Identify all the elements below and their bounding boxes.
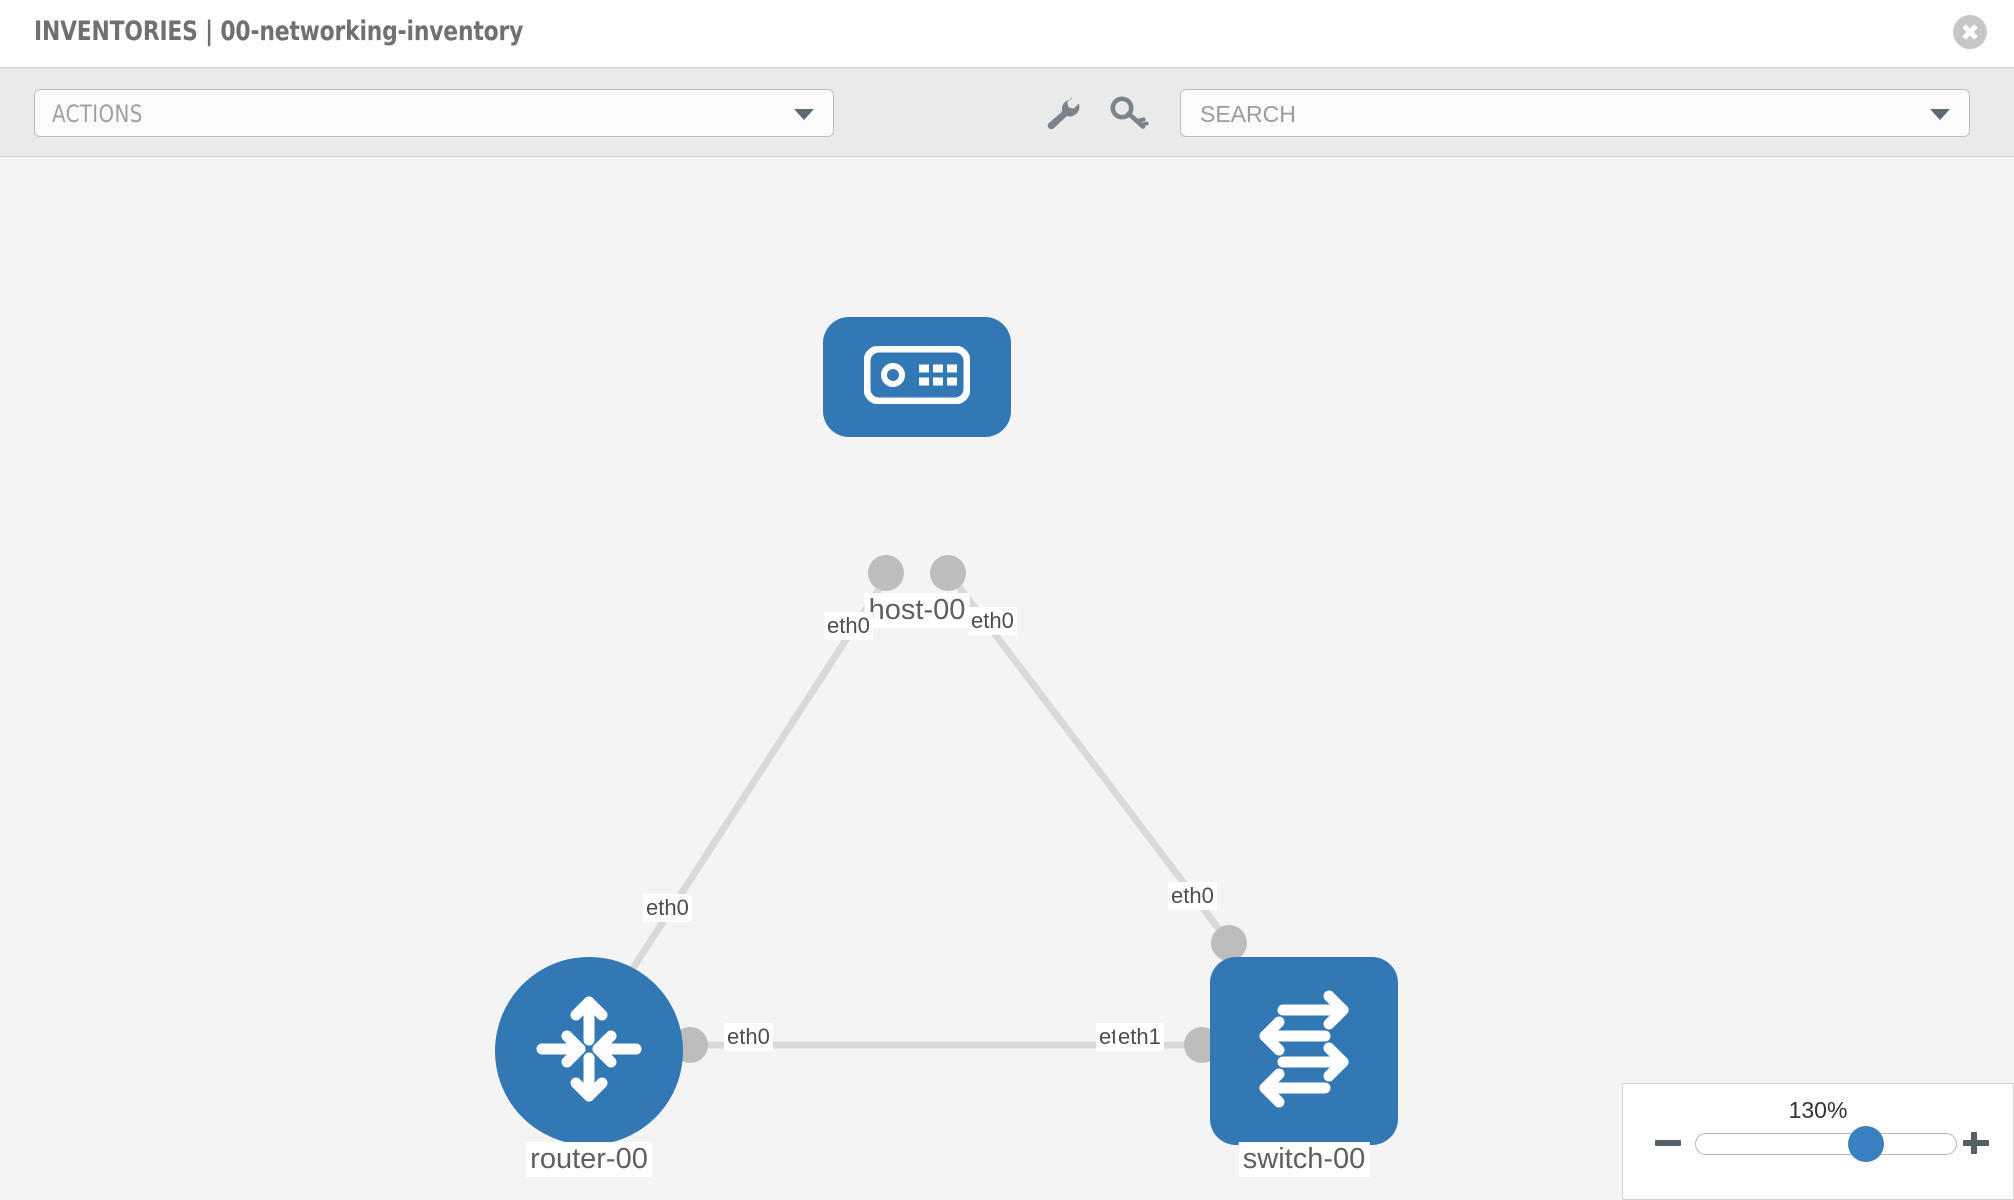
switch-arrows-icon	[1243, 988, 1365, 1115]
wrench-icon[interactable]	[1038, 90, 1084, 136]
node-label-host-00: host-00	[864, 593, 970, 628]
topology-links	[597, 572, 1243, 1049]
iface-label-host-eth0-right: eth0	[968, 607, 1017, 635]
chevron-down-icon	[794, 109, 814, 120]
zoom-panel: 130%	[1622, 1083, 2014, 1200]
page-title: INVENTORIES | 00-networking-inventory	[34, 16, 524, 47]
node-host-00[interactable]	[823, 317, 1011, 437]
node-switch-00[interactable]	[1210, 957, 1398, 1145]
actions-dropdown[interactable]: ACTIONS	[34, 89, 834, 137]
search-box[interactable]	[1180, 89, 1970, 138]
toolbar: ACTIONS	[0, 68, 2014, 157]
router-arrows-icon	[528, 988, 650, 1115]
zoom-out-button[interactable]	[1653, 1128, 1683, 1158]
key-icon[interactable]	[1106, 90, 1152, 136]
zoom-in-button[interactable]	[1961, 1128, 1991, 1158]
connector-host-eth0-left[interactable]	[868, 555, 904, 591]
zoom-slider-thumb[interactable]	[1848, 1126, 1884, 1162]
node-router-00[interactable]	[495, 957, 683, 1145]
node-label-router-00: router-00	[526, 1142, 652, 1177]
actions-dropdown-label: ACTIONS	[52, 100, 143, 128]
server-appliance-icon	[863, 345, 971, 409]
connector-host-eth0-right[interactable]	[930, 555, 966, 591]
topology-canvas[interactable]: host-00 eth0 eth0	[0, 157, 2014, 1200]
zoom-level-label: 130%	[1788, 1097, 1848, 1123]
search-input[interactable]	[1198, 90, 1902, 138]
node-label-switch-00: switch-00	[1238, 1142, 1370, 1177]
iface-label-switch-eth0-up: eth0	[1168, 882, 1217, 910]
iface-label-router-eth0-up: eth0	[643, 894, 692, 922]
chevron-down-icon[interactable]	[1930, 109, 1950, 120]
close-icon[interactable]	[1953, 15, 1987, 49]
iface-label-router-eth0-right: eth0	[724, 1023, 773, 1051]
zoom-slider-track[interactable]	[1695, 1133, 1957, 1155]
iface-label-switch-eth1: eth1	[1115, 1023, 1164, 1051]
iface-label-host-eth0-left: eth0	[824, 612, 873, 640]
connector-switch-eth0-top[interactable]	[1211, 925, 1247, 961]
page-header: INVENTORIES | 00-networking-inventory	[0, 0, 2014, 68]
